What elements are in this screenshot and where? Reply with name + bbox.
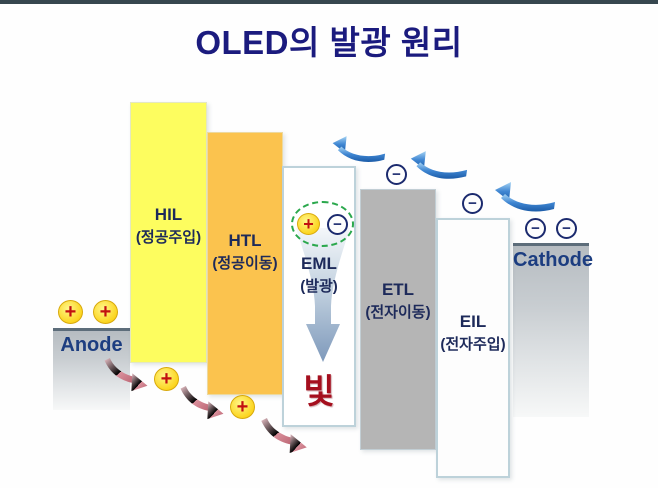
plus-charge-icon: +: [297, 213, 320, 235]
eml-sublabel: (발광): [300, 277, 338, 295]
minus-charge-icon: −: [386, 164, 407, 185]
htl-acronym: HTL: [228, 231, 262, 250]
page-title: OLED의 발광 원리: [195, 24, 463, 61]
layer-hil-label: HIL (정공주입): [130, 203, 207, 248]
layer-etl-label: ETL (전자이동): [360, 278, 436, 323]
minus-charge-icon: −: [462, 193, 483, 214]
layer-htl: [207, 132, 283, 395]
top-border-bar: [0, 0, 658, 4]
htl-sublabel: (정공이동): [212, 254, 278, 272]
minus-charge-icon: −: [556, 218, 577, 239]
light-label: 빛: [303, 373, 335, 411]
minus-charge-icon: −: [525, 218, 546, 239]
electron-hop-arrow-icon: [332, 136, 386, 162]
layer-hil: [130, 102, 207, 363]
hole-hop-arrow-icon: [261, 418, 307, 454]
eml-acronym: EML: [301, 254, 337, 273]
layer-eil-label: EIL (전자주입): [436, 310, 510, 355]
light-emission-arrow-icon: [296, 228, 350, 362]
layer-etl: [360, 189, 436, 450]
hole-hop-arrow-icon: [180, 386, 224, 420]
hil-sublabel: (정공주입): [135, 228, 202, 246]
exciton-ellipse: [291, 201, 354, 247]
plus-charge-icon: +: [93, 300, 118, 324]
eil-sublabel: (전자주입): [440, 335, 506, 353]
hil-acronym: HIL: [154, 205, 183, 224]
cathode-bar: Cathode: [513, 243, 593, 417]
plus-charge-icon: +: [154, 367, 179, 391]
eil-acronym: EIL: [459, 312, 487, 331]
cathode-label: Cathode: [513, 249, 593, 271]
etl-acronym: ETL: [381, 280, 415, 299]
layer-eil: [436, 218, 510, 478]
etl-sublabel: (전자이동): [365, 303, 431, 321]
plus-charge-icon: +: [230, 395, 255, 419]
layer-htl-label: HTL (정공이동): [207, 229, 283, 274]
electron-hop-arrow-icon: [410, 151, 468, 179]
hole-hop-arrow-icon: [104, 358, 148, 392]
plus-charge-icon: +: [58, 300, 83, 324]
anode-label: Anode: [60, 334, 123, 356]
layer-eml-label: EML (발광): [282, 252, 356, 297]
electron-hop-arrow-icon: [495, 182, 555, 212]
minus-charge-icon: −: [327, 214, 348, 235]
